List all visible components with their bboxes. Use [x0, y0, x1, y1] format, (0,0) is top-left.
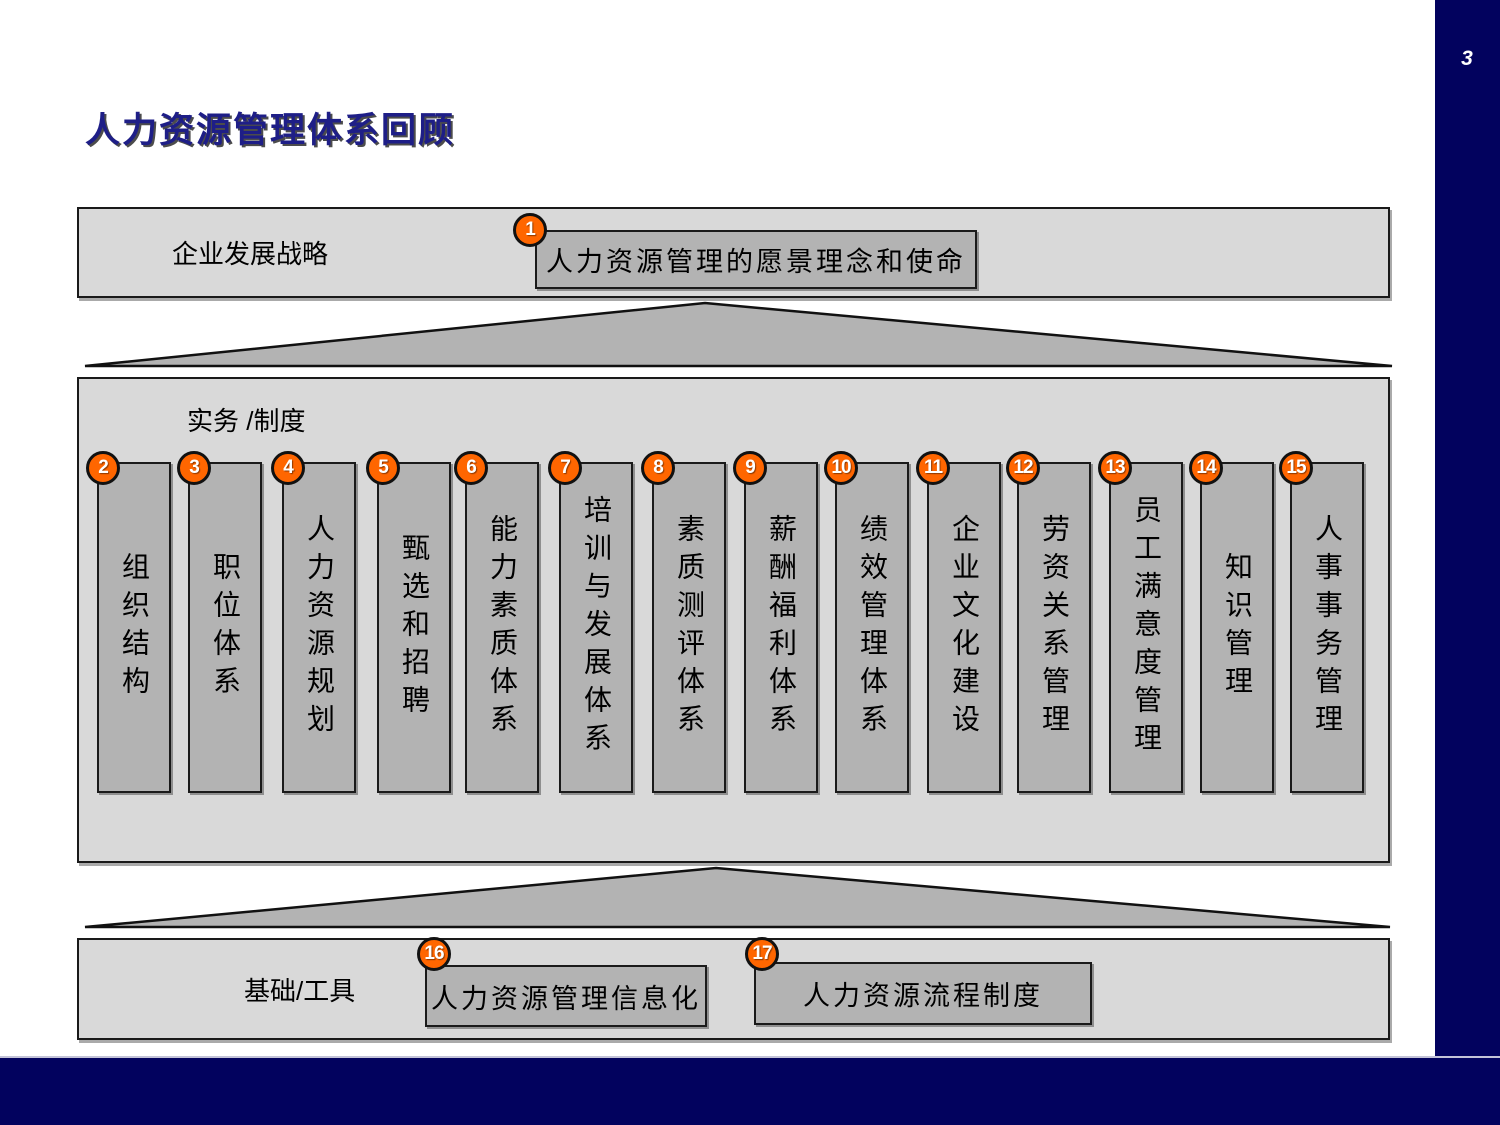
pillar-labor-relations: 12 劳资关系管理	[1006, 451, 1091, 793]
step-10-badge: 10	[824, 451, 858, 485]
step-7-badge: 7	[548, 451, 582, 485]
pillar-selection-recruiting: 5 甄选和招聘	[366, 451, 451, 793]
hr-process-box: 17 人力资源流程制度	[745, 937, 1092, 1025]
step-3-badge: 3	[177, 451, 211, 485]
pillar-position-system: 3 职位体系	[177, 451, 262, 793]
hr-process-label: 人力资源流程制度	[803, 981, 1043, 1011]
pillar-label: 企业文化建设	[949, 513, 980, 742]
step-4-badge: 4	[271, 451, 305, 485]
step-9-badge: 9	[733, 451, 767, 485]
pillar-performance-mgmt: 10 绩效管理体系	[824, 451, 909, 793]
pillar-hr-planning: 4 人力资源规划	[271, 451, 356, 793]
pillar-training-development: 7 培训与发展体系	[548, 451, 633, 793]
step-6-badge: 6	[454, 451, 488, 485]
strategy-section-label: 企业发展战略	[172, 239, 329, 269]
pillar-label: 知识管理	[1222, 551, 1253, 704]
pillar-label: 甄选和招聘	[399, 532, 430, 723]
navy-right-bar	[1435, 0, 1500, 1125]
step-15-badge: 15	[1279, 451, 1313, 485]
vision-mission-box: 1 人力资源管理的愿景理念和使命	[513, 213, 977, 289]
step-1-badge: 1	[513, 213, 547, 247]
foundation-section-label: 基础/工具	[244, 975, 356, 1006]
pillar-compensation-benefits: 9 薪酬福利体系	[733, 451, 818, 793]
step-5-badge: 5	[366, 451, 400, 485]
pillar-label: 绩效管理体系	[857, 513, 888, 742]
pillar-label: 组织结构	[119, 551, 150, 704]
navy-bottom-bar	[0, 1056, 1500, 1125]
step-11-badge: 11	[916, 451, 950, 485]
foundation-section: 基础/工具 16 人力资源管理信息化 17 人力资源流程制度	[77, 937, 1390, 1040]
pillar-label: 人事事务管理	[1312, 513, 1343, 742]
pillar-personnel-affairs: 15 人事事务管理	[1279, 451, 1364, 793]
practice-section-label: 实务 /制度	[187, 406, 306, 436]
pillar-label: 培训与发展体系	[581, 494, 612, 761]
pillar-knowledge-mgmt: 14 知识管理	[1189, 451, 1274, 793]
pillar-label: 职位体系	[210, 551, 241, 704]
pillar-label: 素质测评体系	[674, 513, 705, 742]
pillar-corporate-culture: 11 企业文化建设	[916, 451, 1001, 793]
step-8-badge: 8	[641, 451, 675, 485]
pillar-label: 能力素质体系	[487, 513, 518, 742]
step-14-badge: 14	[1189, 451, 1223, 485]
pillar-employee-satisfaction: 13 员工满意度管理	[1098, 451, 1183, 793]
pillar-label: 劳资关系管理	[1039, 513, 1070, 742]
step-12-badge: 12	[1006, 451, 1040, 485]
step-2-badge: 2	[86, 451, 120, 485]
pillar-competency-system: 6 能力素质体系	[454, 451, 539, 793]
step-17-badge: 17	[745, 937, 779, 971]
connector-triangle-top	[84, 301, 1393, 368]
step-13-badge: 13	[1098, 451, 1132, 485]
pillar-org-structure: 2 组织结构	[86, 451, 171, 793]
page-number: 3	[1461, 47, 1473, 70]
connector-triangle-bottom	[84, 866, 1391, 929]
step-16-badge: 16	[417, 937, 451, 971]
strategy-section: 企业发展战略 1 人力资源管理的愿景理念和使命	[77, 207, 1390, 298]
pillar-assessment-system: 8 素质测评体系	[641, 451, 726, 793]
vision-mission-label: 人力资源管理的愿景理念和使命	[546, 247, 966, 277]
pillar-label: 人力资源规划	[304, 513, 335, 742]
pillar-label: 员工满意度管理	[1131, 494, 1162, 761]
hr-information-box: 16 人力资源管理信息化	[417, 937, 707, 1027]
practice-section: 实务 /制度 2 组织结构 3 职位体系 4 人力资源规划 5 甄选和招聘 6 …	[77, 377, 1390, 863]
slide-title: 人力资源管理体系回顾	[85, 111, 456, 150]
hr-information-label: 人力资源管理信息化	[431, 983, 701, 1014]
pillar-label: 薪酬福利体系	[766, 513, 797, 742]
